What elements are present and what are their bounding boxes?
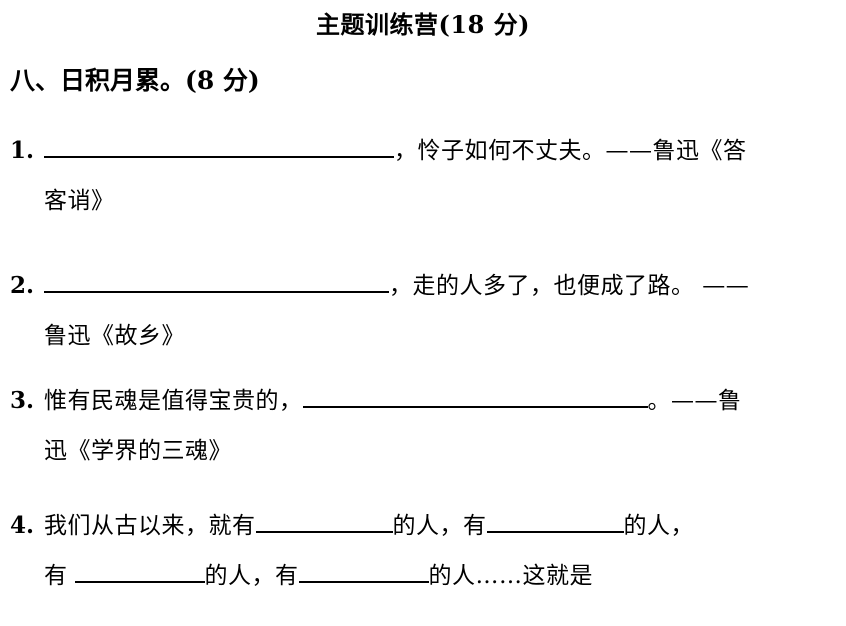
question-1-text-b: 客诮》 [44,188,115,214]
question-4-text-f: 的人……这就是 [428,563,593,589]
question-1-number: 1. [10,137,35,164]
answer-blank-2-1[interactable] [44,265,389,293]
question-2-line-1: 2. ，走的人多了，也便成了路。 —— [10,261,840,311]
question-3-text-c: 迅《学界的三魂》 [44,438,232,464]
answer-blank-4-2[interactable] [486,505,624,533]
question-3: 3. 惟有民魂是值得宝贵的， 。——鲁 迅《学界的三魂》 [10,376,840,476]
question-1-text-a: ，怜子如何不丈夫。——鲁迅《答 [394,138,747,164]
question-1-line-1: 1. ，怜子如何不丈夫。——鲁迅《答 [10,126,840,176]
question-4-line-2: 有 的人，有 的人……这就是 [10,551,840,601]
question-3-line-2: 迅《学界的三魂》 [10,426,840,476]
answer-blank-4-1[interactable] [255,505,393,533]
question-1-line-2: 客诮》 [10,176,840,226]
question-4-text-c: 的人， [623,513,694,539]
section-heading: 八、日积月累。(8 分) [10,66,260,95]
question-4-line-1: 4. 我们从古以来，就有 的人，有 的人， [10,501,840,551]
answer-blank-1-1[interactable] [44,130,394,158]
question-2-number: 2. [10,272,35,299]
question-4: 4.我们从古以来，就有的人，有的人， 有的人，有的人……这就是 [10,501,840,601]
answer-blank-4-3[interactable] [74,555,205,583]
answer-blank-3-1[interactable] [302,380,648,408]
question-4-text-d: 有 [44,563,68,589]
question-4-text-b: 的人，有 [392,513,487,539]
question-3-line-1: 3. 惟有民魂是值得宝贵的， 。——鲁 [10,376,840,426]
question-4-number: 4. [10,512,35,539]
question-2-text-b: 鲁迅《故乡》 [44,323,185,349]
question-1: 1. ，怜子如何不丈夫。——鲁迅《答 客诮》 [10,126,840,226]
question-2-text-a: ，走的人多了，也便成了路。 —— [389,273,750,299]
question-3-text-a: 惟有民魂是值得宝贵的， [44,388,303,414]
question-3-text-b: 。——鲁 [647,388,742,414]
page-title: 主题训练营(18 分) [316,10,530,39]
answer-blank-4-4[interactable] [298,555,429,583]
question-3-number: 3. [10,387,35,414]
question-4-text-a: 我们从古以来，就有 [44,513,256,539]
question-2-line-2: 鲁迅《故乡》 [10,311,840,361]
question-4-text-e: 的人，有 [204,563,299,589]
question-2: 2. ，走的人多了，也便成了路。 —— 鲁迅《故乡》 [10,261,840,361]
